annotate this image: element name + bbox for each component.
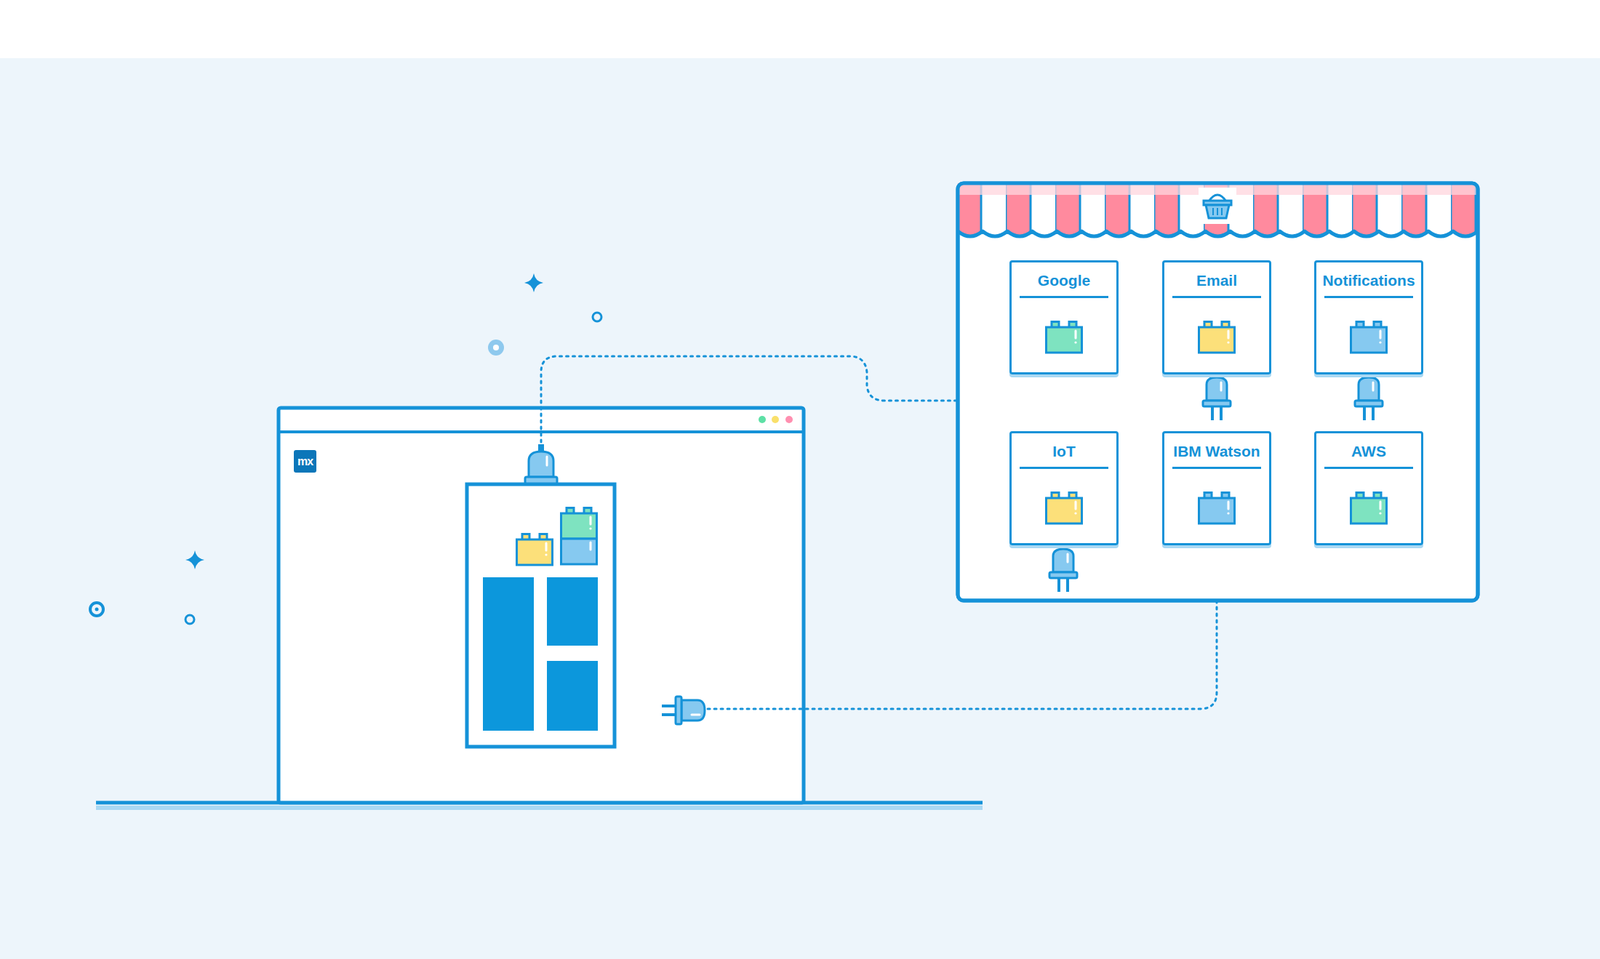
plug [661,696,705,725]
store [957,183,1478,601]
service-card: Notifications [1314,260,1424,375]
logo-text: mx [297,456,313,468]
service-card: IoT [1009,431,1119,546]
service-card: Email [1162,260,1272,375]
top-band [0,0,1600,59]
card-title: IoT [1011,442,1117,462]
card-title: IBM Watson [1164,442,1270,462]
socket [525,444,558,484]
card-title: Notifications [1316,271,1422,291]
basket-icon [1198,187,1237,224]
card-title: Email [1164,271,1270,291]
title-rule [1324,466,1414,470]
title-rule [1172,296,1262,299]
app-screen [466,484,615,747]
title-rule [1019,296,1109,299]
service-card: IBM Watson [1162,431,1272,546]
card-title: AWS [1316,442,1422,462]
card-title: Google [1011,271,1117,291]
ground-shadow [96,805,983,811]
app-logo: mx [293,450,317,473]
service-card: Google [1009,260,1119,375]
title-rule [1019,466,1109,470]
title-rule [1324,296,1414,299]
browser-window [278,408,804,803]
title-rule [1172,466,1262,470]
service-card: AWS [1314,431,1424,546]
